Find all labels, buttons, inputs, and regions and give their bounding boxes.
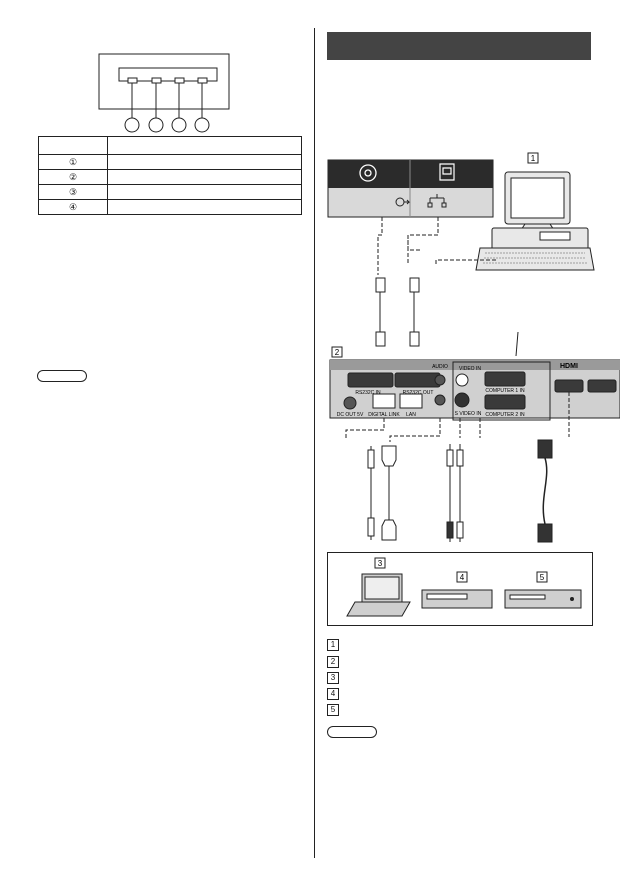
hdmi-logo: HDMI — [560, 363, 578, 370]
computer1-in-label: COMPUTER 1 IN — [485, 388, 525, 394]
legend-number: 1 — [327, 639, 339, 651]
computer-illustration — [475, 171, 595, 271]
table-row: ④ — [38, 199, 302, 215]
table-header-cell — [107, 136, 302, 155]
pin-description — [107, 199, 302, 215]
device-callout-5: 5 — [540, 573, 545, 582]
table-row: ③ — [38, 184, 302, 200]
diagram-callout-2: 2 — [335, 348, 340, 357]
pin-assignment-table: ① ② ③ ④ — [38, 136, 302, 215]
vcr-illustration — [421, 589, 493, 609]
digital-link-label: DIGITAL LINK — [368, 412, 400, 418]
table-header-row — [38, 136, 302, 155]
pin-description — [107, 169, 302, 185]
dc-out-label: DC OUT 5V — [337, 412, 364, 418]
svideo-in-label: S VIDEO IN — [455, 411, 482, 417]
table-row: ② — [38, 169, 302, 185]
pin-description — [107, 154, 302, 170]
display-rear-panel: RS232C IN RS232C OUT DC OUT 5V DIGITAL L… — [329, 359, 620, 421]
pin-number: ③ — [38, 184, 108, 200]
legend-number: 3 — [327, 672, 339, 684]
laptop-illustration — [346, 573, 411, 617]
legend-number: 4 — [327, 688, 339, 700]
legend-number: 2 — [327, 656, 339, 668]
audio-cable — [367, 446, 375, 540]
pin-number: ② — [38, 169, 108, 185]
pin-number: ① — [38, 154, 108, 170]
hdmi-cable — [537, 439, 553, 543]
pin-number: ④ — [38, 199, 108, 215]
computer2-in-label: COMPUTER 2 IN — [485, 412, 525, 418]
table-row: ① — [38, 154, 302, 170]
rs232c-in-label: RS232C IN — [355, 390, 381, 396]
audio-label: AUDIO — [432, 364, 448, 370]
pin-description — [107, 184, 302, 200]
note-label — [327, 726, 377, 738]
device-callout-4: 4 — [460, 573, 465, 582]
video-in-label: VIDEO IN — [459, 366, 481, 372]
note-label — [37, 370, 87, 382]
legend-number: 5 — [327, 704, 339, 716]
av-cable — [446, 444, 464, 542]
connection-diagram: 1 2 RS232C IN R — [327, 152, 620, 543]
section-title-bar — [327, 32, 591, 60]
connector-pin-diagram — [98, 53, 230, 133]
dvd-player-illustration — [504, 589, 582, 609]
diagram-callout-1: 1 — [531, 154, 536, 163]
rs232c-out-label: RS232C OUT — [403, 390, 434, 396]
devices-box: 3 4 5 — [327, 552, 593, 626]
lan-cable-1 — [375, 277, 386, 347]
lan-cable-2 — [409, 277, 420, 347]
table-header-cell — [38, 136, 108, 155]
column-divider — [314, 28, 315, 858]
lan-label: LAN — [406, 412, 416, 418]
device-callout-3: 3 — [378, 559, 383, 568]
vga-cable — [381, 445, 397, 541]
